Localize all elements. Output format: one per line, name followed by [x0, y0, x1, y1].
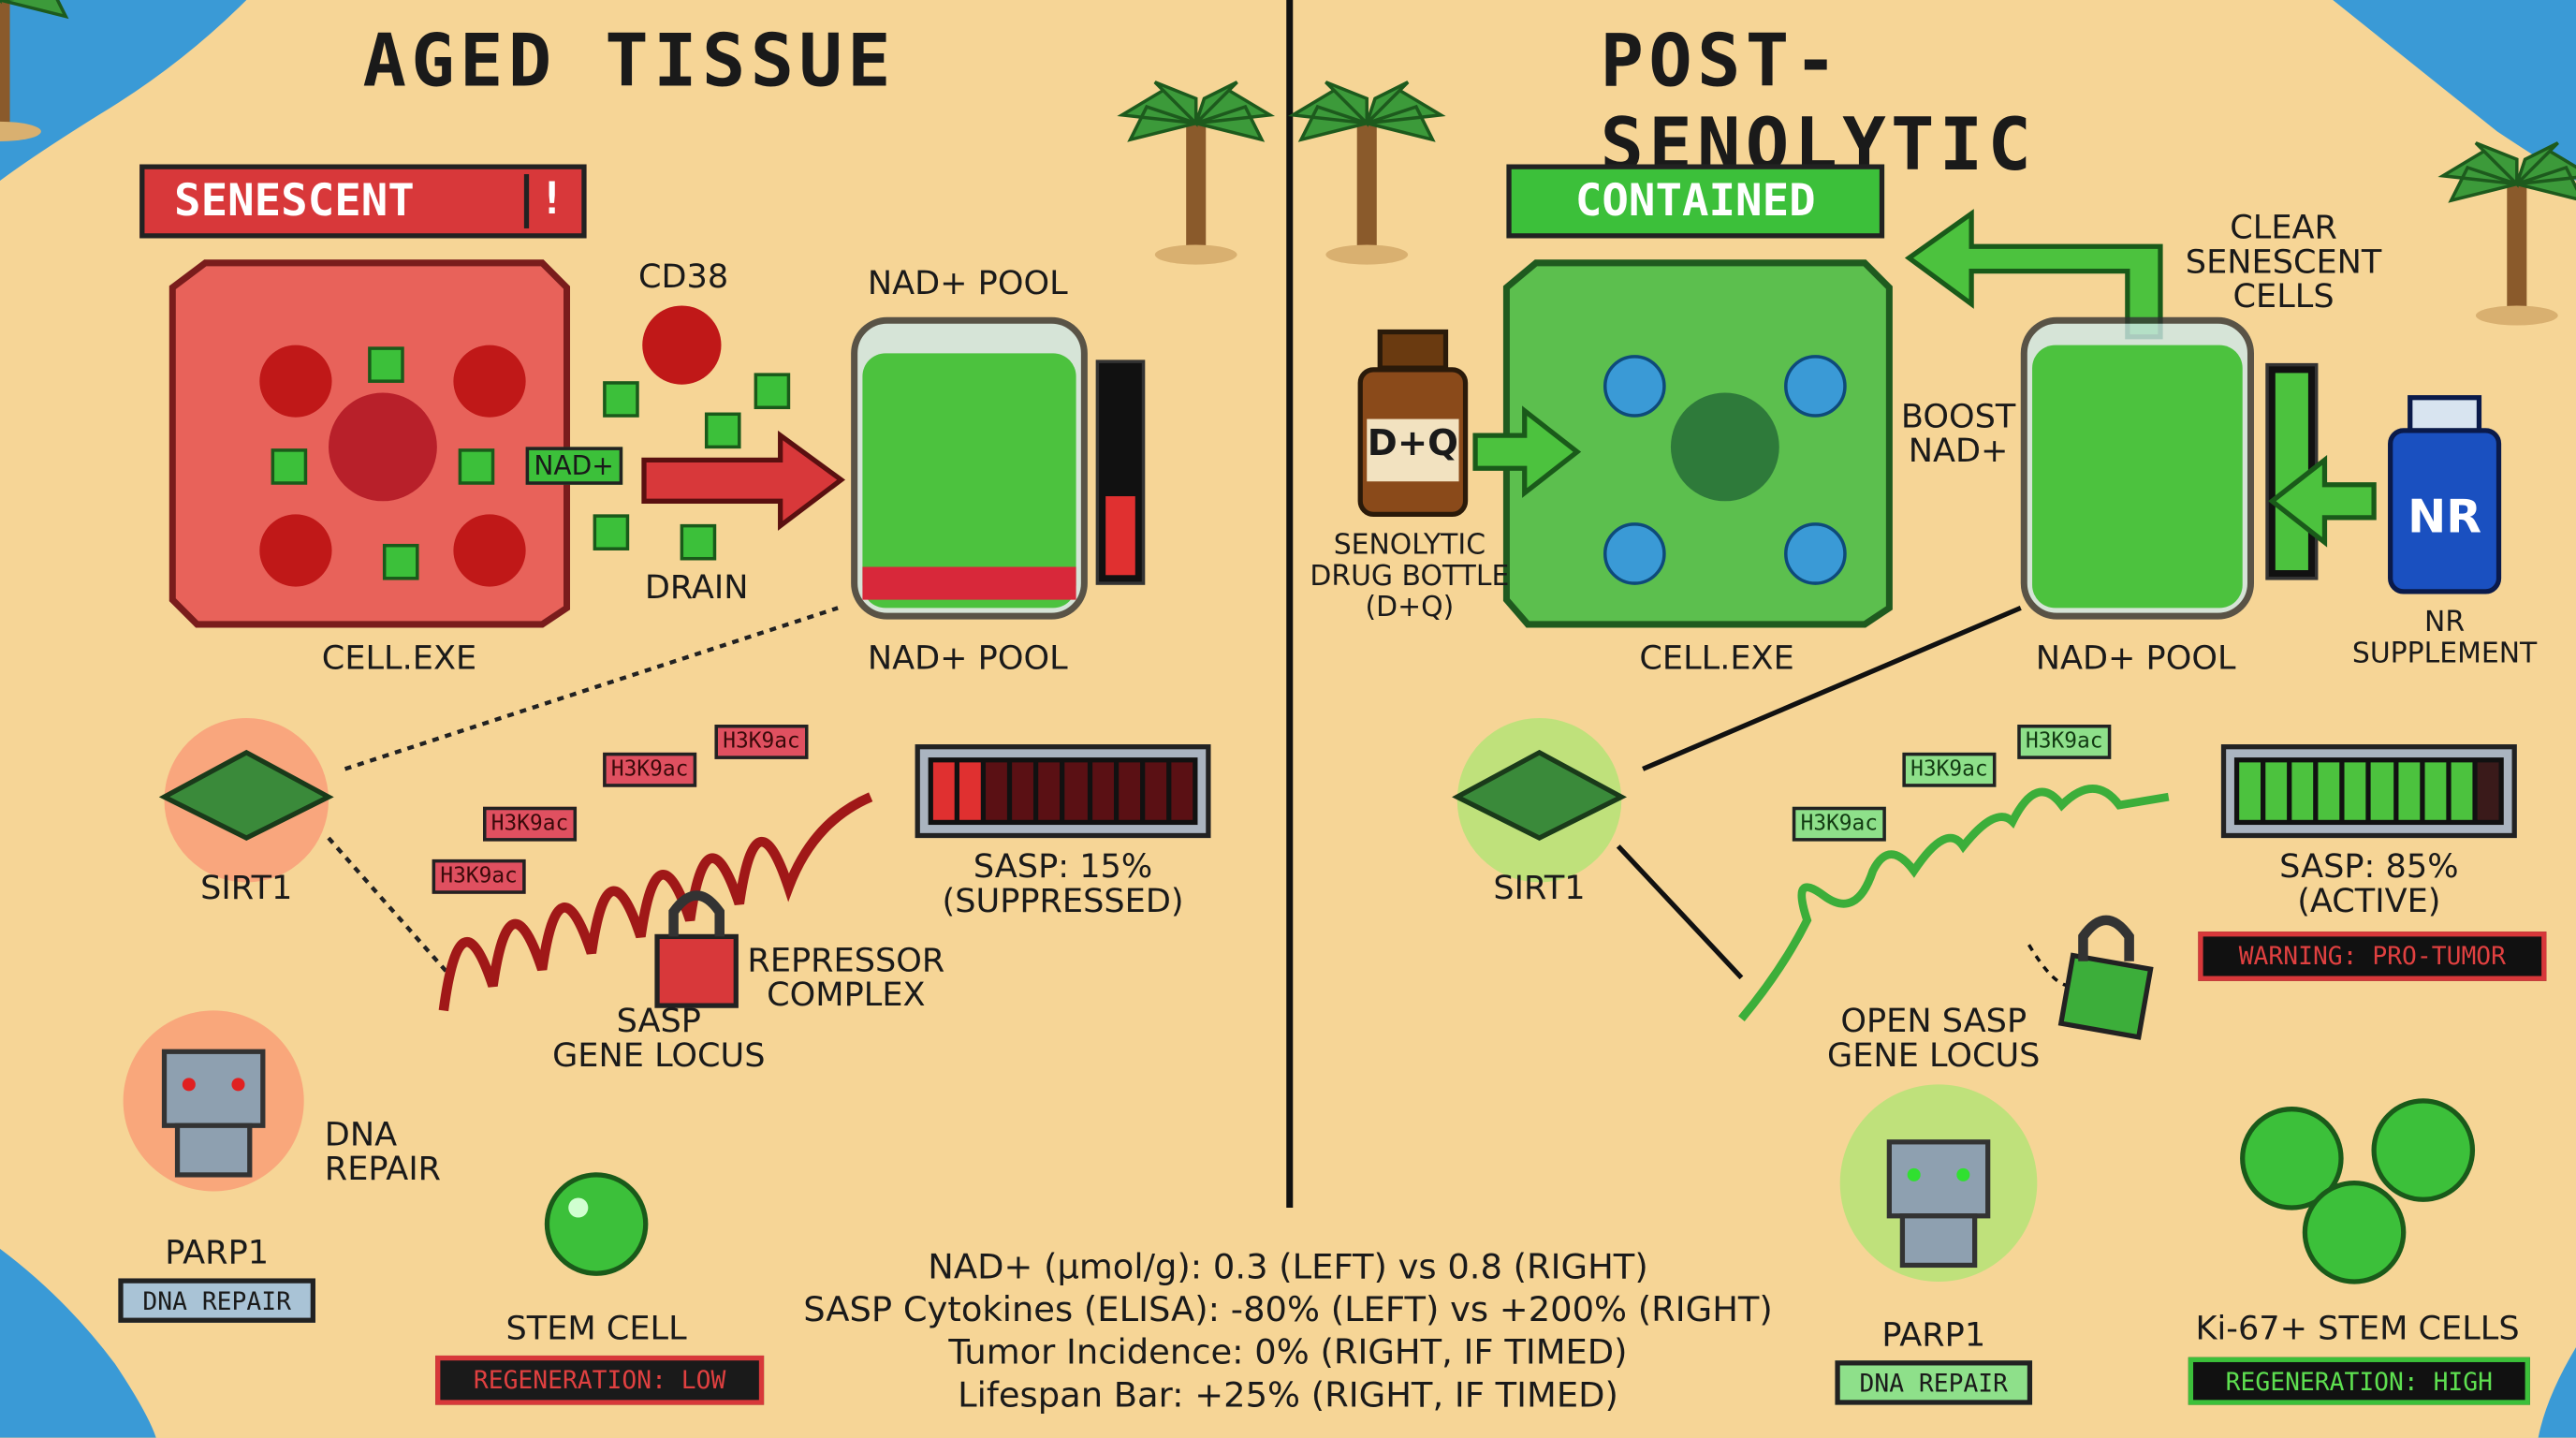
regeneration-high-badge: REGENERATION: HIGH [2188, 1357, 2530, 1405]
drug-line: DRUG BOTTLE [1310, 560, 1510, 594]
locus-line: GENE LOCUS [1827, 1034, 2041, 1075]
summary-line: SASP Cytokines (ELISA): -80% (LEFT) vs +… [803, 1289, 1773, 1329]
histone-tag: H3K9ac [482, 806, 577, 842]
alert-icon: ! [523, 174, 575, 228]
drug-line: SENOLYTIC [1333, 529, 1486, 563]
summary-line: NAD+ (µmol/g): 0.3 (LEFT) vs 0.8 (RIGHT) [928, 1247, 1648, 1287]
boost-line: BOOST [1900, 395, 2016, 436]
clear-line: CELLS [2232, 275, 2334, 315]
boost-line: NAD+ [1908, 430, 2009, 470]
nad-pool-label: NAD+ POOL [867, 637, 1068, 678]
parp1-badge: DNA REPAIR [1835, 1360, 2033, 1405]
summary-line: Lifespan Bar: +25% (RIGHT, IF TIMED) [958, 1375, 1618, 1416]
meter-segment [1065, 762, 1088, 820]
meter-segment [2423, 762, 2446, 820]
nr-bottle-label: NR [2408, 490, 2482, 544]
parp1-label: PARP1 [1881, 1314, 1986, 1355]
meter-segment [1171, 762, 1193, 820]
meter-segment [2291, 762, 2314, 820]
senescent-label: SENESCENT [174, 175, 415, 227]
nad-pool-label: NAD+ POOL [2035, 637, 2236, 678]
meter-segment [986, 762, 1008, 820]
summary-stats: NAD+ (µmol/g): 0.3 (LEFT) vs 0.8 (RIGHT)… [803, 1245, 1773, 1416]
regeneration-low-badge: REGENERATION: LOW [435, 1355, 765, 1405]
histone-tag: H3K9ac [2017, 724, 2112, 759]
meter-segment [2345, 762, 2367, 820]
parp1-badge: DNA REPAIR [118, 1278, 315, 1323]
meter-segment [2451, 762, 2473, 820]
meter-segment [2397, 762, 2420, 820]
contained-badge: CONTAINED [1506, 164, 1885, 239]
dna-line: DNA [324, 1113, 398, 1154]
senescent-badge: SENESCENT ! [139, 164, 587, 239]
palm-tree-icon [0, 0, 2576, 328]
nad-pool-top-label: NAD+ POOL [867, 262, 1068, 302]
meter-segment [1038, 762, 1061, 820]
clear-line: CLEAR [2230, 207, 2337, 247]
histone-tag: H3K9ac [714, 724, 809, 759]
meter-segment [2477, 762, 2499, 820]
cell-exe-label: CELL.EXE [1639, 637, 1794, 678]
stem-cell-label: STEM CELL [505, 1308, 687, 1348]
locus-line: SASP [616, 1000, 701, 1040]
clear-line: SENESCENT [2185, 241, 2382, 282]
meter-segment [2318, 762, 2340, 820]
meter-segment [2371, 762, 2393, 820]
sasp-state: (SUPPRESSED) [942, 880, 1184, 920]
warning-badge: WARNING: PRO-TUMOR [2198, 932, 2547, 981]
dna-line: REPAIR [324, 1148, 442, 1188]
nr-line: SUPPLEMENT [2351, 637, 2538, 671]
meter-segment [1118, 762, 1140, 820]
cell-exe-label: CELL.EXE [321, 637, 477, 678]
sasp-state: (ACTIVE) [2297, 880, 2441, 920]
sasp-value: SASP: 85% [2279, 845, 2459, 886]
meter-segment [932, 762, 955, 820]
histone-tag: H3K9ac [1902, 752, 1997, 787]
contained-cell [1357, 209, 2502, 1284]
left-title: AGED TISSUE [362, 20, 896, 104]
meter-segment [1144, 762, 1166, 820]
sasp-value: SASP: 15% [973, 845, 1153, 886]
nad-chip-label: NAD+ [525, 447, 622, 485]
nr-line: NR [2424, 606, 2466, 639]
sirt1-label: SIRT1 [200, 867, 293, 907]
cd38-label: CD38 [638, 256, 729, 296]
parp1-label: PARP1 [165, 1232, 270, 1272]
locus-line: OPEN SASP [1840, 1000, 2027, 1040]
meter-segment [1091, 762, 1114, 820]
sasp-left-label: SASP: 15%(SUPPRESSED) [943, 849, 1184, 918]
locus-line: GENE LOCUS [552, 1034, 766, 1075]
sasp-meter-left [915, 744, 1211, 839]
repressor-line: REPRESSOR [747, 939, 945, 980]
dq-bottle-label: D+Q [1367, 423, 1459, 465]
histone-tag: H3K9ac [1792, 806, 1886, 842]
stem-cells-label: Ki-67+ STEM CELLS [2195, 1308, 2520, 1348]
senescent-cell [123, 259, 1146, 1276]
meter-segment [959, 762, 982, 820]
histone-tag: H3K9ac [603, 752, 697, 787]
drain-label: DRAIN [644, 566, 749, 607]
right-title: POST-SENOLYTIC [1600, 20, 2037, 188]
sasp-meter-right [2220, 744, 2517, 839]
meter-segment [2239, 762, 2261, 820]
sirt1-label: SIRT1 [1493, 867, 1586, 907]
drug-line: (D+Q) [1365, 591, 1455, 624]
summary-line: Tumor Incidence: 0% (RIGHT, IF TIMED) [948, 1332, 1628, 1372]
histone-tag: H3K9ac [432, 858, 526, 894]
meter-segment [1012, 762, 1034, 820]
repressor-line: COMPLEX [767, 974, 926, 1014]
sasp-right-label: SASP: 85%(ACTIVE) [2279, 849, 2458, 918]
meter-segment [2265, 762, 2288, 820]
